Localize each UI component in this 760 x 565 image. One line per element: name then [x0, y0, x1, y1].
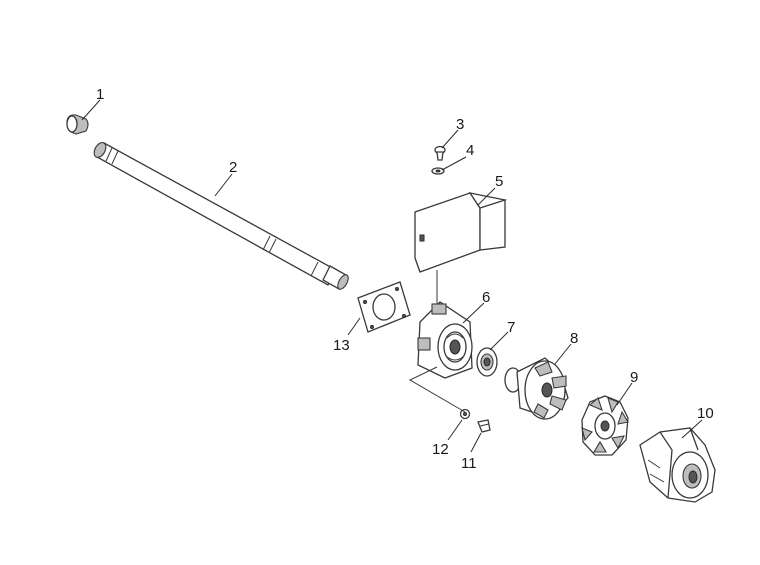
leader-lines [81, 99, 703, 453]
callout-9: 9 [630, 369, 638, 386]
callout-3: 3 [456, 116, 464, 133]
callout-11: 11 [461, 455, 477, 472]
callout-13: 13 [333, 337, 350, 354]
part-11-screw [477, 419, 491, 433]
part-13-gasket [357, 281, 411, 333]
part-3-screw [434, 145, 446, 161]
part-10-pump-body [639, 427, 716, 503]
part-5-shield [414, 192, 508, 305]
part-1-cap [66, 114, 89, 135]
part-4-washer [431, 167, 445, 175]
part-7-bushing [476, 347, 498, 377]
assembly-guide-lines [408, 366, 466, 413]
part-2-shaft [93, 142, 349, 290]
callout-8: 8 [570, 330, 578, 347]
callout-7: 7 [507, 319, 515, 336]
callout-labels: 1 2 3 4 5 6 7 8 9 10 11 12 13 [96, 86, 714, 472]
callout-10: 10 [697, 405, 714, 422]
callout-12: 12 [432, 441, 449, 458]
callout-1: 1 [96, 86, 104, 103]
callout-6: 6 [482, 289, 490, 306]
part-9-diffuser [581, 395, 629, 456]
part-8-impeller [504, 357, 569, 420]
callout-2: 2 [229, 159, 237, 176]
callout-5: 5 [495, 173, 503, 190]
part-12-nut [459, 408, 471, 420]
part-6-housing [417, 301, 473, 379]
callout-4: 4 [466, 142, 474, 159]
